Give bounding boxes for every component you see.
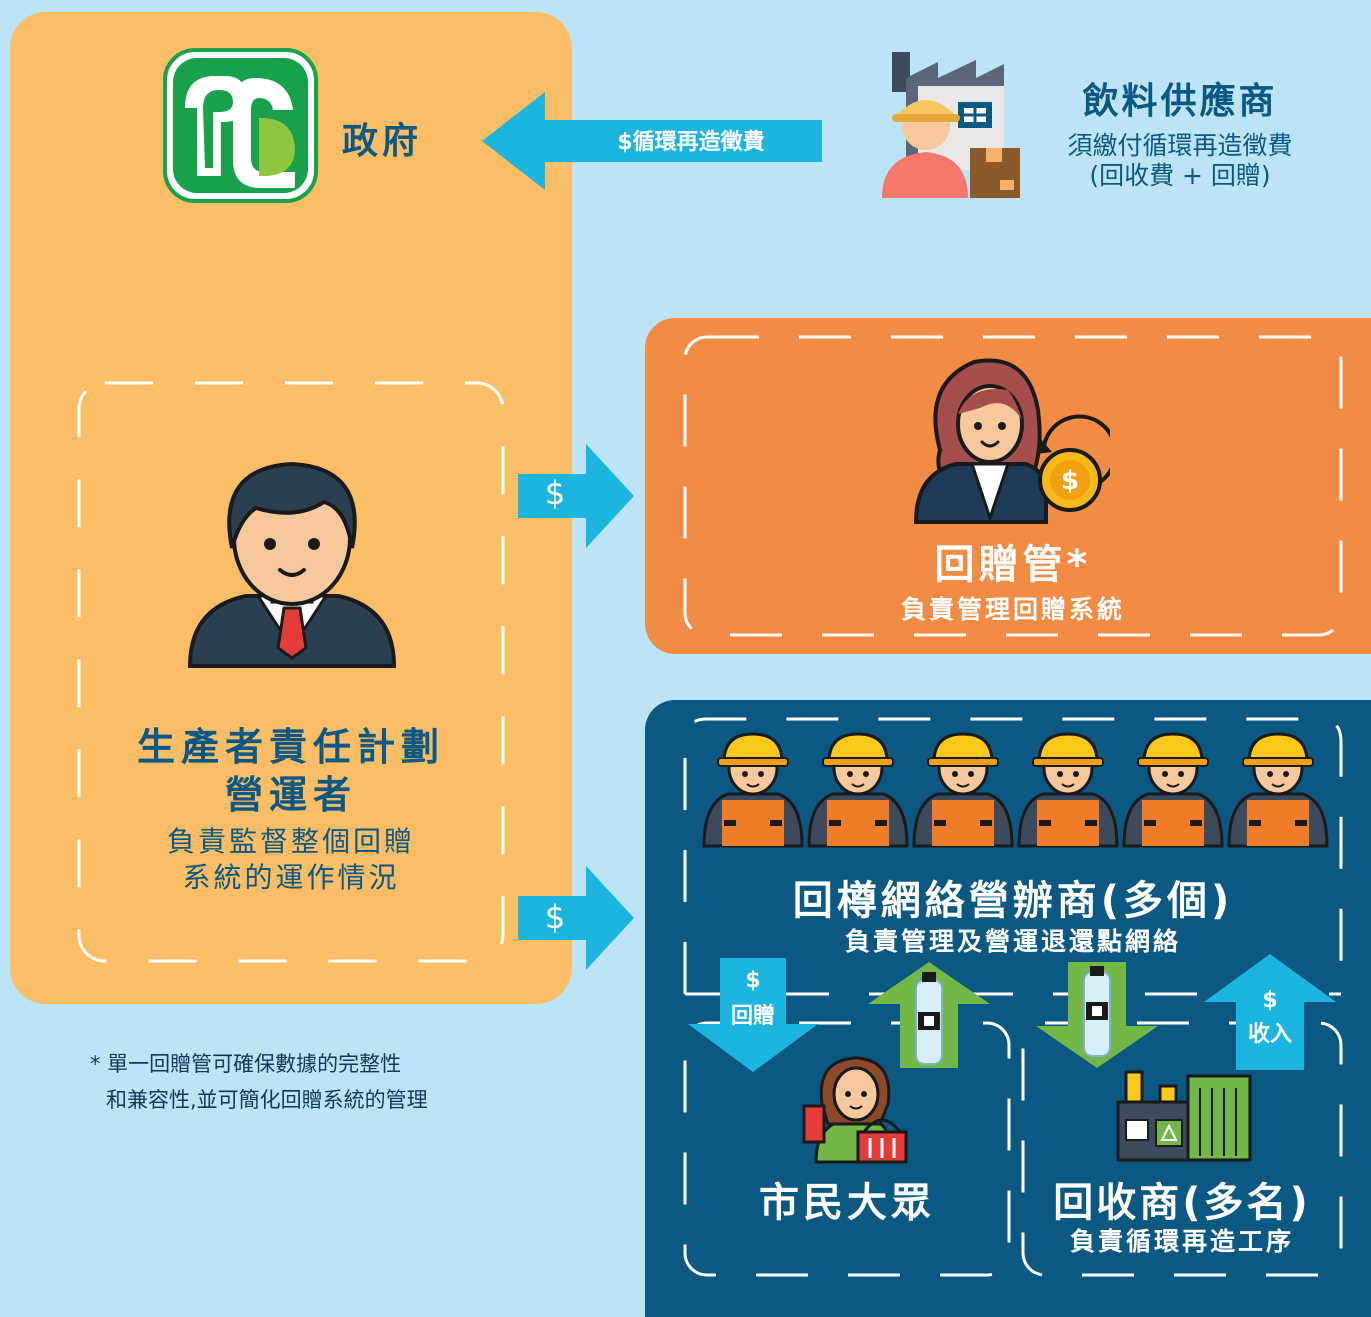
money-arrow-to-network-label: $: [544, 898, 566, 936]
recycler-title: 回收商(多名): [1053, 1180, 1311, 1226]
public-shopper-icon: [800, 1054, 910, 1164]
administrator-title: 回贈管*: [934, 542, 1092, 588]
administrator-desc: 負責管理回贈系統: [900, 595, 1125, 624]
operator-desc-line1: 負責監督整個回贈: [166, 825, 415, 858]
network-title: 回樽網絡營辦商(多個): [792, 878, 1234, 924]
operator-desc-line2: 系統的運作情況: [182, 861, 400, 894]
income-arrow-label: 收入: [1247, 1022, 1292, 1047]
recycler-desc: 負責循環再造工序: [1069, 1227, 1294, 1256]
footnote-line2: 和兼容性,並可簡化回贈系統的管理: [106, 1088, 428, 1112]
public-label: 市民大眾: [759, 1180, 935, 1226]
administrator-dashed-frame: [682, 334, 1344, 638]
rebate-arrow-symbol: $: [745, 968, 761, 993]
supplier-line1: 須繳付循環再造徵費: [1067, 131, 1293, 160]
network-dashed-frame: [682, 716, 1344, 1000]
bottle-recycle-arrow-down: [1036, 962, 1158, 1068]
government-label: 政府: [342, 121, 423, 162]
public-dashed-frame: [682, 1020, 1012, 1278]
recycling-factory-icon: [1116, 1068, 1252, 1162]
footnote-line1: * 單一回贈管可確保數據的完整性: [90, 1052, 402, 1076]
money-arrow-to-administrator: [518, 444, 634, 548]
supplier-line2: (回收費 + 回贈): [1089, 161, 1271, 190]
factory-worker-icon: [876, 48, 1026, 200]
income-arrow-symbol: $: [1262, 988, 1278, 1013]
recycler-dashed-frame: [1020, 1020, 1344, 1278]
operator-title-line2: 營運者: [224, 773, 357, 817]
supplier-title: 飲料供應商: [1082, 81, 1278, 122]
operator-businessman-icon: [186, 458, 398, 668]
operator-title-line1: 生產者責任計劃: [136, 725, 445, 769]
rebate-arrow-label: 回贈: [730, 1004, 775, 1029]
government-logo-icon: [163, 48, 318, 203]
levy-arrow: [482, 92, 822, 190]
administrator-woman-coin-icon: $: [910, 354, 1110, 524]
money-arrow-to-administrator-label: $: [544, 474, 566, 512]
svg-text:$: $: [1061, 466, 1079, 496]
bottle-return-arrow-up: [868, 962, 990, 1068]
workers-row: [702, 730, 1332, 848]
network-desc: 負責管理及營運退還點網絡: [844, 927, 1181, 956]
operator-dashed-frame: [76, 380, 506, 964]
money-arrow-to-network: [518, 866, 634, 970]
levy-arrow-label: $循環再造徵費: [617, 130, 765, 155]
rebate-arrow: [688, 958, 818, 1072]
income-arrow: [1204, 954, 1336, 1070]
